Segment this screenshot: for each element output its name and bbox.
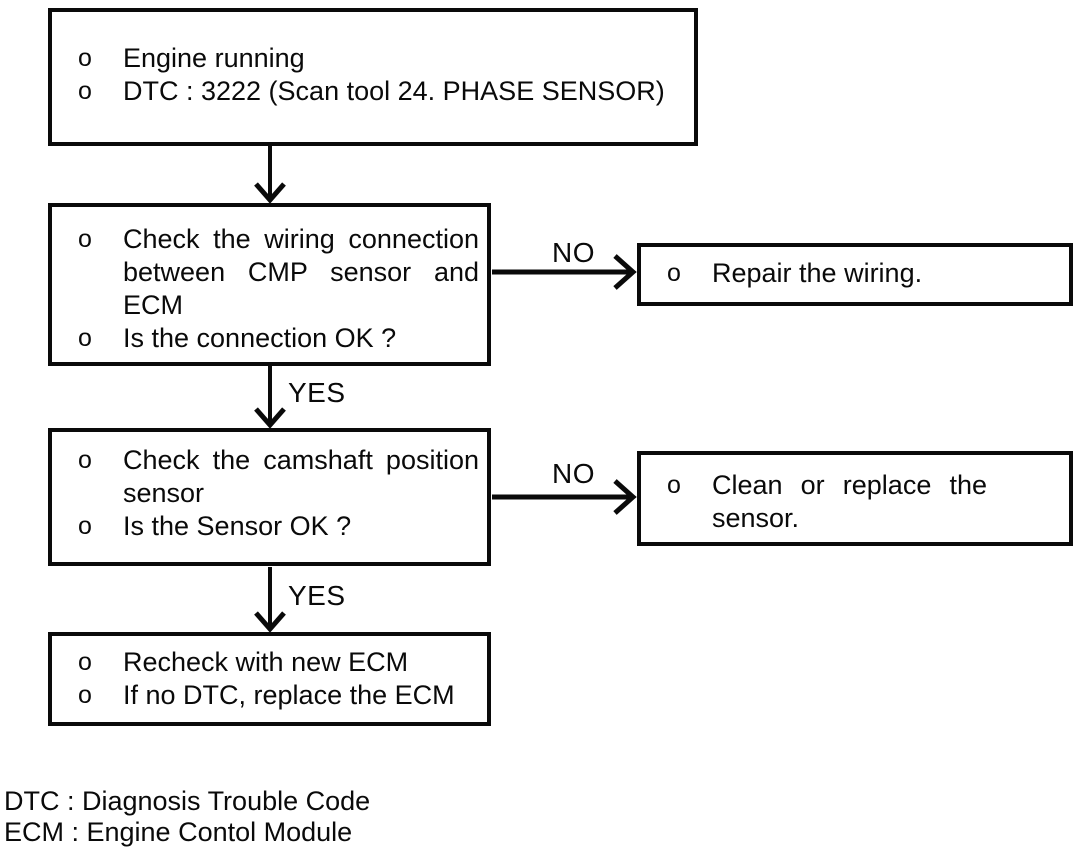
bullet-icon: o [78, 648, 92, 676]
box-text-line: Is the connection OK ? [123, 323, 397, 353]
bullet-item: o Recheck with new ECM [52, 646, 487, 679]
bullet-item: o DTC : 3222 (Scan tool 24. PHASE SENSOR… [52, 75, 694, 108]
bullet-item: o Is the Sensor OK ? [52, 510, 487, 543]
bullet-icon: o [78, 324, 92, 352]
bullet-item: o Check the wiring connection between CM… [52, 223, 487, 322]
box-text-line: DTC : 3222 (Scan tool 24. PHASE SENSOR) [123, 76, 665, 106]
start-box: o Engine running o DTC : 3222 (Scan tool… [48, 8, 698, 146]
bullet-item: o If no DTC, replace the ECM [52, 679, 487, 712]
bullet-icon: o [667, 259, 681, 287]
bullet-icon: o [78, 681, 92, 709]
decision-box-check-sensor: o Check the camshaft position sensor o I… [48, 428, 491, 566]
action-box-clean-replace-sensor: o Clean or replace the sensor. [637, 451, 1073, 546]
box-text-line: Clean or replace the [712, 470, 987, 500]
bullet-item: o Is the connection OK ? [52, 322, 487, 355]
action-box-repair-wiring: o Repair the wiring. [637, 243, 1073, 306]
bullet-icon: o [78, 44, 92, 72]
box-text-line: Is the Sensor OK ? [123, 511, 352, 541]
bullet-item: o Engine running [52, 42, 694, 75]
no-label: NO [552, 237, 595, 268]
bullet-icon: o [78, 512, 92, 540]
legend-line-dtc: DTC : Diagnosis Trouble Code [4, 786, 371, 816]
arrow-yes-to-sensor [254, 366, 286, 429]
yes-label: YES [288, 377, 346, 408]
box-text-line: Check the camshaft position [123, 445, 479, 475]
box-text-line: sensor [123, 478, 205, 508]
bullet-item: o Check the camshaft position sensor [52, 444, 487, 510]
box-text-line: If no DTC, replace the ECM [123, 680, 455, 710]
arrow-start-to-wiring [254, 144, 286, 204]
box-text-line: Repair the wiring. [712, 258, 923, 288]
no-label: NO [552, 458, 595, 489]
bullet-item: o Repair the wiring. [641, 257, 1069, 290]
box-text-line: sensor. [712, 503, 800, 533]
box-text-line: Check the wiring connection [123, 224, 479, 254]
arrow-yes-to-recheck [254, 567, 286, 633]
box-text-line: Engine running [123, 43, 305, 73]
bullet-icon: o [78, 446, 92, 474]
arrow-no-to-clean [492, 479, 637, 515]
bullet-item: o Clean or replace the sensor. [641, 469, 1069, 535]
box-text-line: ECM [123, 290, 183, 320]
legend-line-ecm: ECM : Engine Contol Module [4, 817, 353, 847]
yes-label: YES [288, 580, 346, 611]
legend: DTC : Diagnosis Trouble Code ECM : Engin… [4, 786, 370, 848]
bullet-icon: o [667, 471, 681, 499]
arrow-no-to-repair [492, 254, 637, 290]
box-text-line: between CMP sensor and [123, 257, 479, 287]
bullet-icon: o [78, 77, 92, 105]
bullet-icon: o [78, 225, 92, 253]
action-box-recheck-ecm: o Recheck with new ECM o If no DTC, repl… [48, 632, 491, 726]
box-text-line: Recheck with new ECM [123, 647, 409, 677]
decision-box-check-wiring: o Check the wiring connection between CM… [48, 203, 491, 366]
